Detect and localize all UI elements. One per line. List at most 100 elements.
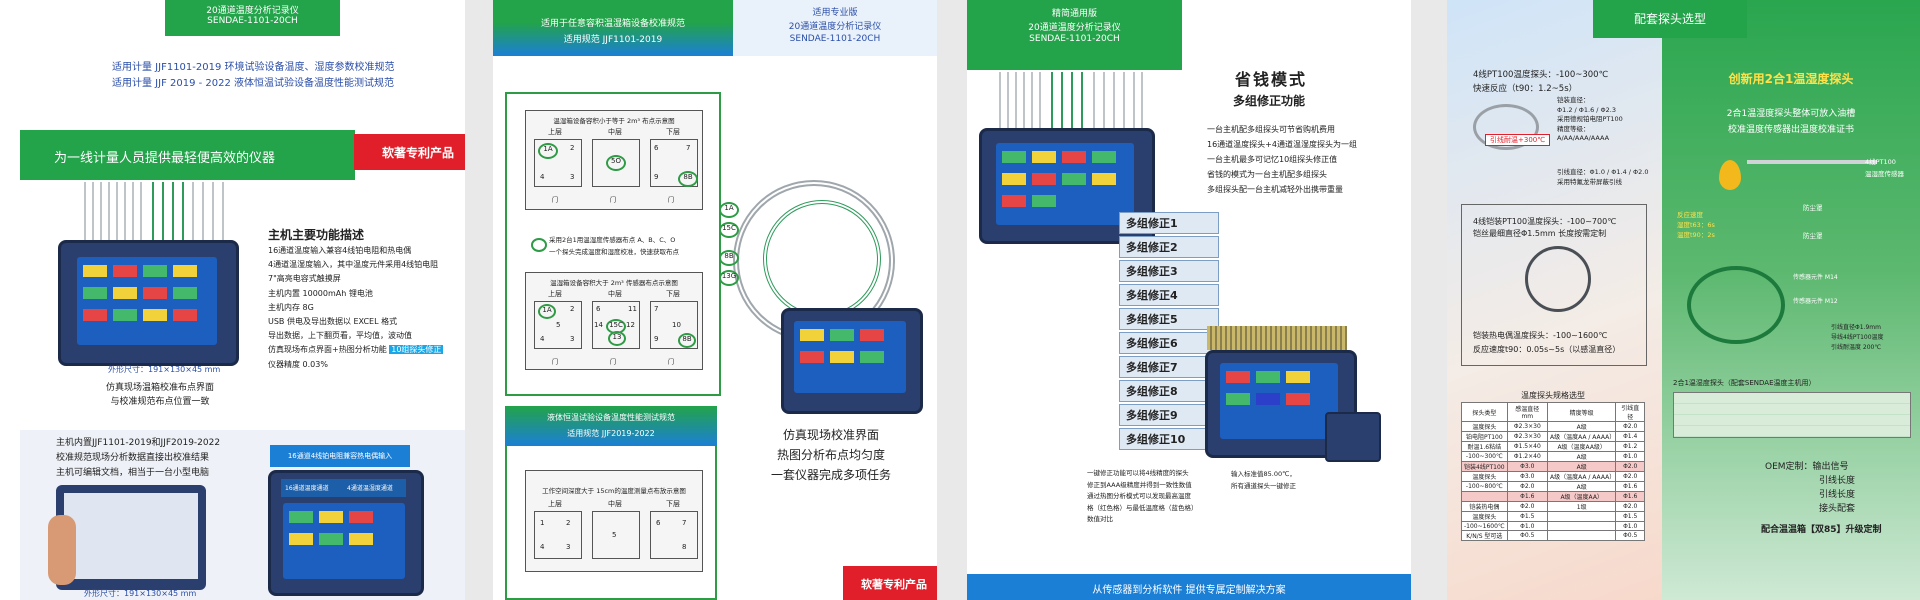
feature-line: 导出数据，上下翻页看，平均值，波动值 <box>268 331 412 341</box>
humidity-spec-table <box>1673 392 1911 438</box>
part-label: 传感器元件 M12 <box>1793 298 1838 305</box>
menu-item[interactable]: 多组修正7 <box>1119 356 1219 378</box>
point-label: 14 <box>594 321 603 329</box>
point-label: 3 <box>570 173 575 181</box>
table-cell: -100~1600℃ <box>1461 521 1508 531</box>
part-label: 防尘罩 <box>1803 232 1823 240</box>
table-cell: Φ2.3×30 <box>1506 421 1548 432</box>
table-header: 引线直径 <box>1615 402 1645 422</box>
layout-frame <box>505 92 721 396</box>
description-line: 通过热图分析模式可以发现最高温度 <box>1087 492 1191 500</box>
point-label: 9 <box>654 335 659 343</box>
bottom-line: 校准规范现场分析数据直接出校准结果 <box>56 453 210 463</box>
tag-line: 20通道温度分析记录仪 <box>1028 23 1121 33</box>
footer-band: 从传感器到分析软件 提供专属定制解决方案 <box>967 574 1411 600</box>
menu-item[interactable]: 多组修正3 <box>1119 260 1219 282</box>
keypad-image <box>1325 412 1381 462</box>
table-cell <box>1461 491 1508 502</box>
probe-title: 4线PT100温度探头：-100~300℃ <box>1473 70 1609 80</box>
table-cell: Φ2.0 <box>1506 481 1548 492</box>
part-label: 温湿度传感器 <box>1865 170 1904 178</box>
device-cables <box>995 72 1145 132</box>
patent-badge: 软著专利产品 <box>843 566 937 600</box>
standard-line: 适用计量 JJF 2019 - 2022 液体恒温试验设备温度性能测试规范 <box>112 78 395 89</box>
instrument-image <box>781 308 923 414</box>
table-cell: Φ2.0 <box>1615 471 1645 482</box>
spec-line: Φ1.2 / Φ1.6 / Φ2.3 <box>1557 105 1617 114</box>
point-label: 3 <box>570 335 575 343</box>
point-marker: 1A <box>538 143 558 159</box>
probe-title: 快速反应（t90：1.2~5s） <box>1473 84 1578 94</box>
menu-item[interactable]: 多组修正4 <box>1119 284 1219 306</box>
door-label: 门 <box>610 359 617 366</box>
menu-item[interactable]: 多组修正9 <box>1119 404 1219 426</box>
point-label: 3 <box>566 543 571 551</box>
part-label: 传感器元件 M14 <box>1793 274 1838 281</box>
level-label: 下层 <box>666 290 680 298</box>
instrument-screen <box>1220 363 1338 439</box>
brochure-page-4: 配套探头选型 4线PT100温度探头：-100~300℃ 快速反应（t90：1.… <box>1447 0 1920 600</box>
point-marker: 8B <box>678 333 696 348</box>
table-cell: Φ1.0 <box>1615 521 1645 531</box>
tag-line: 20通道温度分析记录仪 <box>788 22 882 32</box>
table-cell: Φ1.0 <box>1506 521 1548 531</box>
point-label: 5 <box>612 531 617 539</box>
door-label: 门 <box>610 197 617 204</box>
table-cell: A级（温度AA / AAAA） <box>1546 471 1617 482</box>
table-cell: Φ2.3×30 <box>1506 431 1548 442</box>
oem-line: 引线长度 <box>1819 476 1856 486</box>
feature-line: 仪器精度 0.03% <box>268 359 328 369</box>
table-cell: A级 <box>1546 451 1617 462</box>
instrument-screen <box>283 503 405 579</box>
table-cell: Φ2.0 <box>1506 501 1548 512</box>
level-label: 上层 <box>548 128 562 136</box>
level-label: 下层 <box>666 128 680 136</box>
table-cell: Φ1.2×40 <box>1506 451 1548 462</box>
menu-item[interactable]: 多组修正1 <box>1119 212 1219 234</box>
tag-line: 适用专业版 <box>812 8 858 18</box>
menu-item[interactable]: 多组修正6 <box>1119 332 1219 354</box>
table-cell: 耐温1.6粘结 <box>1461 441 1508 452</box>
point-label: 4 <box>540 173 545 181</box>
instrument-image <box>58 240 239 366</box>
diagram-box-small: 温湿箱设备容积小于等于 2m³ 布点示意图 上层 中层 下层 1A 2 3 4 … <box>525 110 703 210</box>
level-label: 中层 <box>608 290 622 298</box>
spec-title: 2合1温湿度探头（配套SENDAE温度主机用） <box>1673 379 1816 387</box>
patent-label: 软著专利产品 <box>861 578 927 591</box>
footer-text: 从传感器到分析软件 提供专属定制解决方案 <box>1092 585 1286 596</box>
point-label: 8 <box>682 543 687 551</box>
probe-image <box>1473 104 1539 150</box>
menu-item[interactable]: 多组修正5 <box>1119 308 1219 330</box>
slogan: 为一线计量人员提供最轻便高效的仪器 <box>54 151 276 166</box>
point-label: 6 <box>596 305 601 313</box>
bottom-text: 主机内置JJF1101-2019和JJF2019-2022 校准规范现场分析数据… <box>56 436 220 481</box>
tablet-image <box>48 485 206 590</box>
bottom-line: 主机可编辑文档，相当于一台小型电脑 <box>56 468 210 478</box>
description-line: 数值对比 <box>1087 515 1113 523</box>
feature-line: 主机内存 8G <box>268 302 314 312</box>
point-marker: 5O <box>606 155 626 171</box>
device-banner: 16通道4线铂电阻兼容热电偶输入 <box>270 445 410 467</box>
feature-list: 16通道温度输入兼容4线铂电阻和热电偶 4通道温湿度输入，其中温度元件采用4线铂… <box>268 244 444 372</box>
probe-title: 铠装热电偶温度探头：-100~1600℃ <box>1473 331 1608 340</box>
probe-label: 1A <box>719 202 739 218</box>
table-cell: -100~800℃ <box>1461 481 1508 492</box>
table-cell: Φ2.0 <box>1615 421 1645 432</box>
point-marker: 13 <box>608 331 626 346</box>
patent-label: 软著专利产品 <box>382 146 455 160</box>
menu-item[interactable]: 多组修正10 <box>1119 428 1219 450</box>
description-line: 多组探头配一台主机减轻外出携带重量 <box>1207 185 1343 194</box>
menu-item[interactable]: 多组修正2 <box>1119 236 1219 258</box>
oem-line: OEM定制：输出信号 <box>1765 462 1849 472</box>
table-cell <box>1546 511 1617 522</box>
spec-line: A/AA/AAA/AAAA <box>1557 134 1610 142</box>
menu-item[interactable]: 多组修正8 <box>1119 380 1219 402</box>
table-cell: 1级 <box>1546 501 1617 512</box>
panel-label: 4通道温湿度通道 <box>347 485 393 492</box>
feature-line: 仿真现场布点界面+热图分析功能 <box>268 345 387 355</box>
spec-line: 精度等级： <box>1557 124 1590 133</box>
probe-spec: 铠装直径： Φ1.2 / Φ1.6 / Φ2.3 采用德规铂电阻PT100 精度… <box>1557 96 1623 144</box>
